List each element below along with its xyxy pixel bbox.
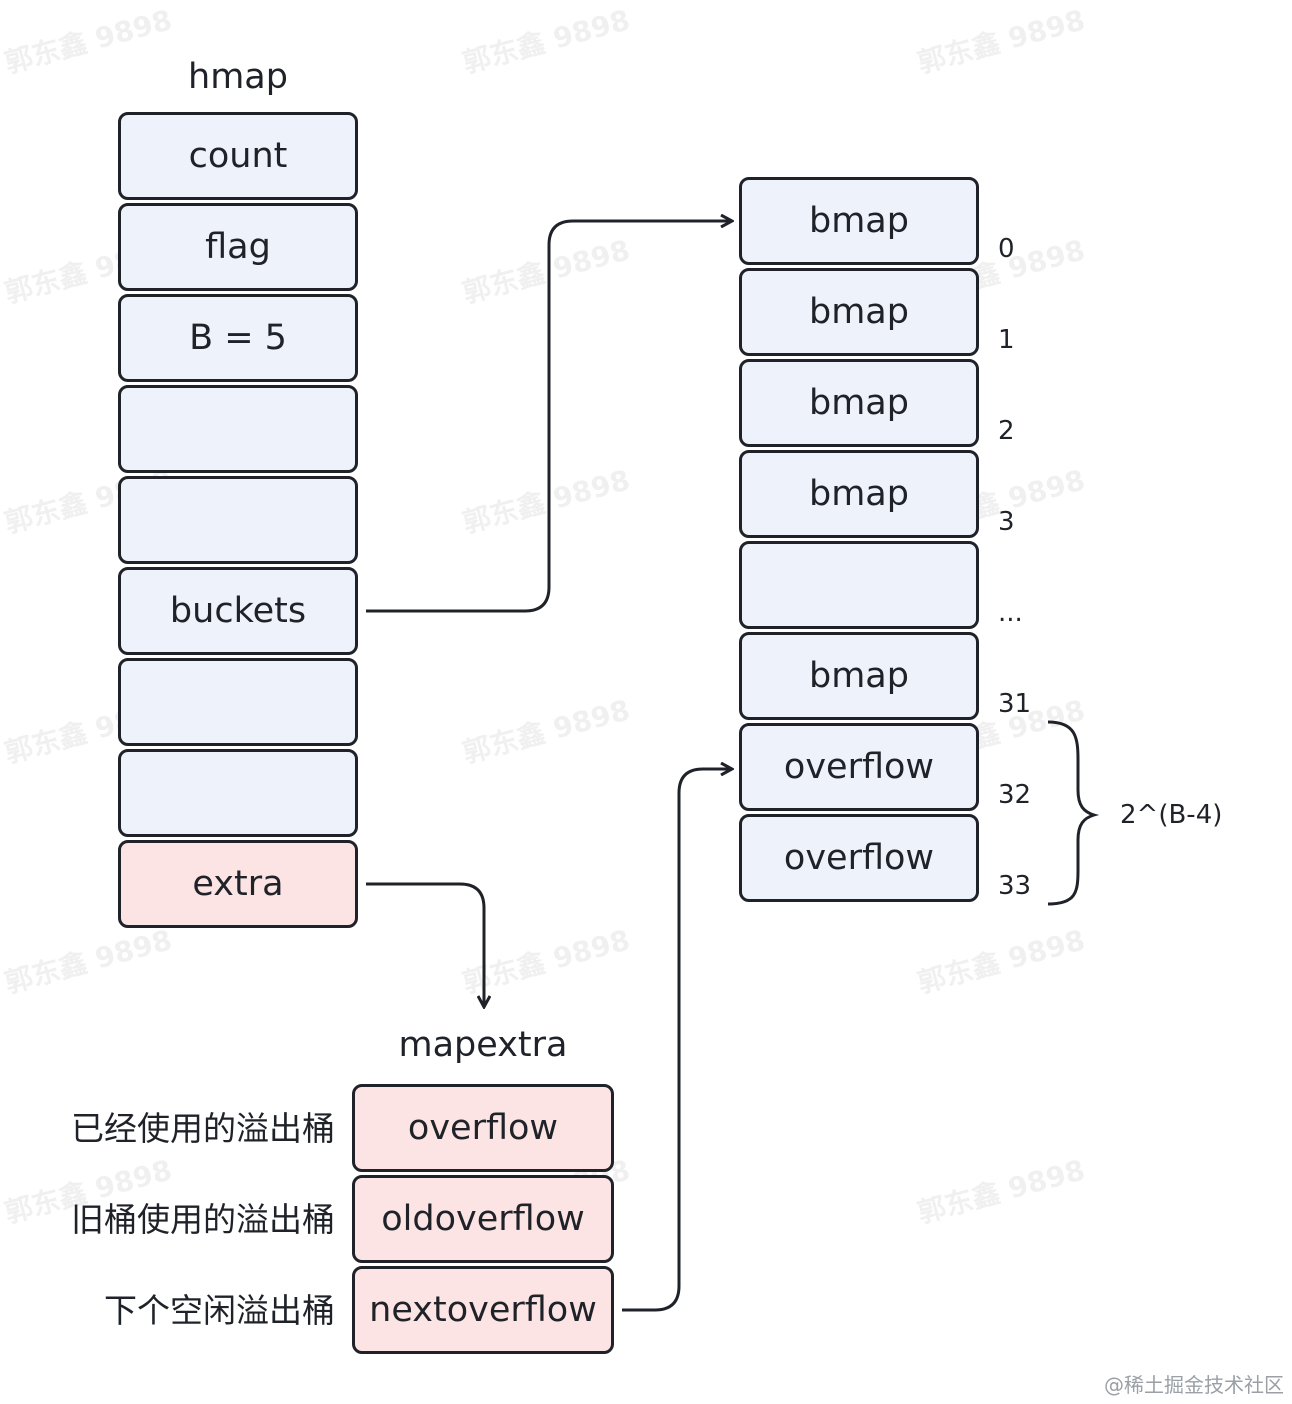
- hmap-field-extra: extra: [118, 840, 358, 928]
- mapextra-note: 旧桶使用的溢出桶: [71, 1200, 335, 1239]
- bucket-cell-ellipsis: [739, 541, 979, 629]
- bucket-cell: bmap: [739, 450, 979, 538]
- hmap-field-empty: [118, 749, 358, 837]
- hmap-field-empty: [118, 658, 358, 746]
- mapextra-field-overflow: overflow: [352, 1084, 614, 1172]
- overflow-brace: [1047, 720, 1100, 906]
- hmap-field-b: B = 5: [118, 294, 358, 382]
- arrow-buckets-to-array: [366, 221, 731, 613]
- bucket-cell: bmap: [739, 268, 979, 356]
- arrow-nextoverflow-to-overflow: [622, 769, 731, 1312]
- bucket-index: 32: [998, 780, 1032, 810]
- brace-label: 2^(B-4): [1120, 800, 1223, 830]
- mapextra-note: 下个空闲溢出桶: [104, 1291, 335, 1330]
- mapextra-field-nextoverflow: nextoverflow: [352, 1266, 614, 1354]
- hmap-field-count: count: [118, 112, 358, 200]
- mapextra-note: 已经使用的溢出桶: [71, 1109, 335, 1148]
- bucket-cell-overflow: overflow: [739, 814, 979, 902]
- bucket-index: 2: [998, 416, 1015, 446]
- bucket-cell-overflow: overflow: [739, 723, 979, 811]
- mapextra-title: mapextra: [398, 1025, 568, 1065]
- source-tag: @稀土掘金技术社区: [1104, 1373, 1284, 1397]
- bucket-index: 31: [998, 689, 1032, 719]
- bucket-index: 3: [998, 507, 1015, 537]
- hmap-field-flag: flag: [118, 203, 358, 291]
- hmap-field-empty: [118, 385, 358, 473]
- bucket-index: 1: [998, 325, 1015, 355]
- bucket-cell: bmap: [739, 177, 979, 265]
- bucket-cell: bmap: [739, 632, 979, 720]
- arrow-extra-to-mapextra: [366, 882, 484, 1006]
- hmap-title: hmap: [188, 57, 288, 97]
- hmap-field-buckets: buckets: [118, 567, 358, 655]
- hmap-field-empty: [118, 476, 358, 564]
- bucket-cell: bmap: [739, 359, 979, 447]
- mapextra-field-oldoverflow: oldoverflow: [352, 1175, 614, 1263]
- bucket-index: 33: [998, 871, 1032, 901]
- bucket-index: 0: [998, 234, 1015, 264]
- bucket-index-ellipsis: ...: [998, 598, 1023, 628]
